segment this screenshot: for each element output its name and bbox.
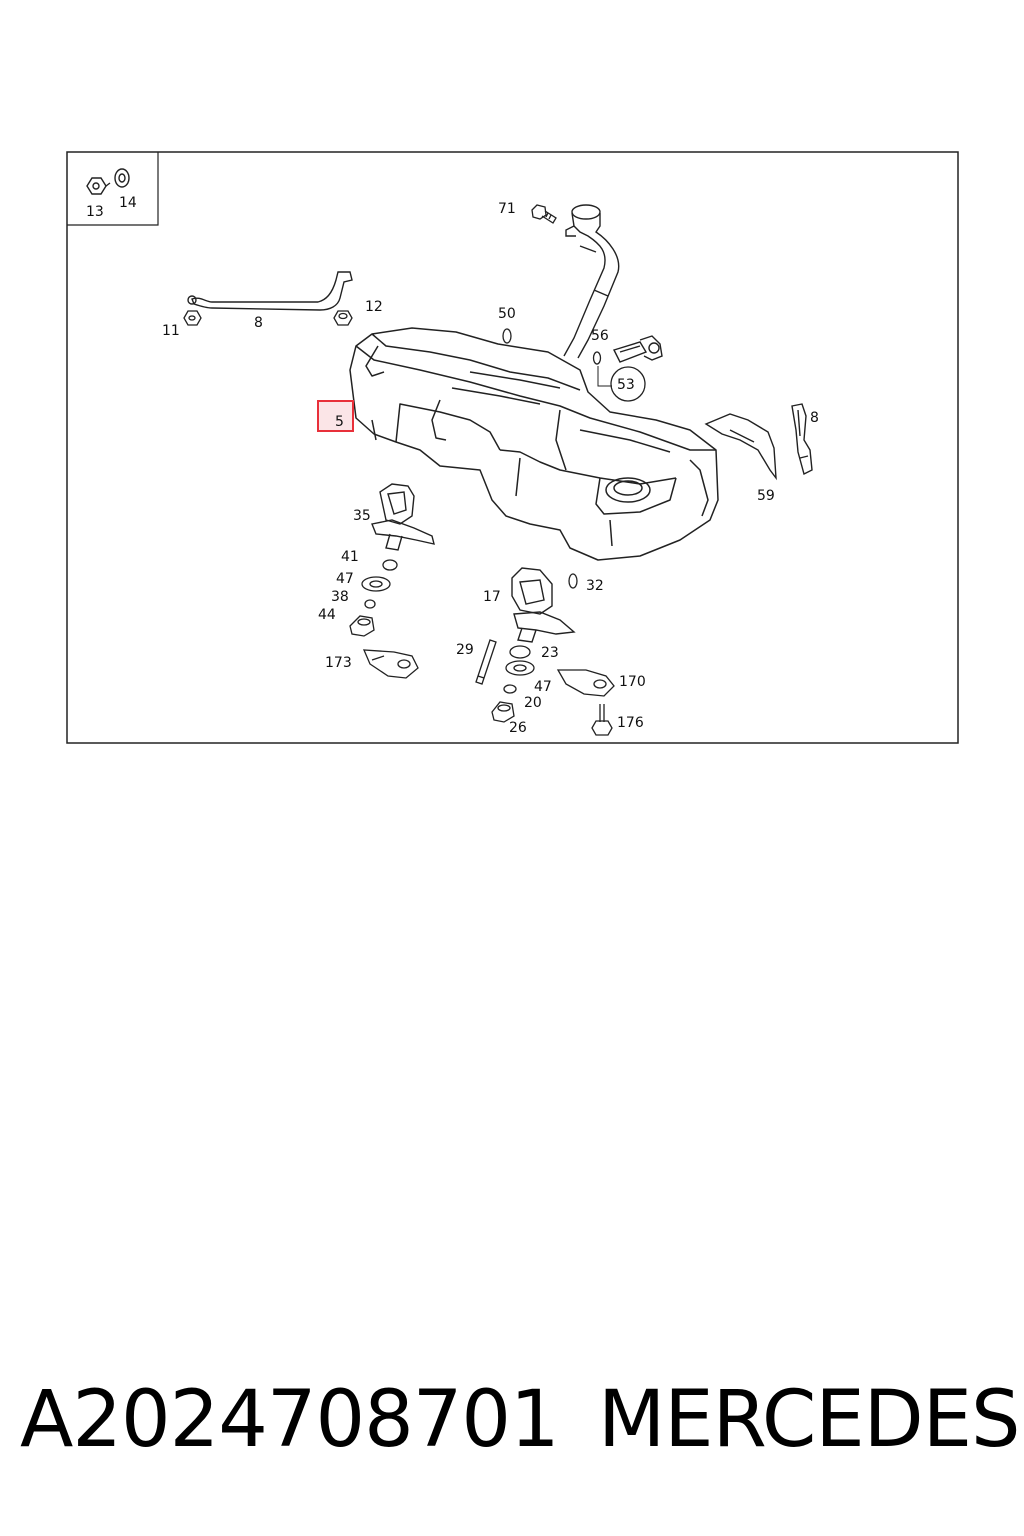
callout-44: 44 bbox=[318, 607, 336, 623]
fuel-tank-part bbox=[349, 327, 719, 561]
seal-stack-right bbox=[491, 645, 535, 723]
callout-41: 41 bbox=[341, 549, 359, 565]
pump-17-part bbox=[511, 567, 576, 643]
callout-35: 35 bbox=[353, 508, 371, 524]
rod-29-part bbox=[475, 639, 497, 685]
callout-38: 38 bbox=[331, 589, 349, 605]
valve-53-part bbox=[613, 335, 663, 363]
callout-23: 23 bbox=[541, 645, 559, 661]
sender-35-part bbox=[371, 483, 435, 551]
o-ring-32-part bbox=[568, 573, 578, 589]
callout-20: 20 bbox=[524, 695, 542, 711]
callout-8-strap: 8 bbox=[254, 315, 263, 331]
callout-26: 26 bbox=[509, 720, 527, 736]
callout-56: 56 bbox=[591, 328, 609, 344]
callout-170: 170 bbox=[619, 674, 646, 690]
seal-stack-left bbox=[349, 559, 398, 637]
cover-173-part bbox=[362, 649, 419, 679]
diagram-frame bbox=[66, 151, 959, 744]
callout-47-left: 47 bbox=[336, 571, 354, 587]
callout-50: 50 bbox=[498, 306, 516, 322]
footer-caption: A2024708701 MERCEDES bbox=[0, 1365, 1024, 1475]
filler-neck-part bbox=[563, 204, 620, 359]
heat-shield-59-part bbox=[704, 413, 777, 481]
bracket-8-part bbox=[791, 403, 813, 476]
callout-14: 14 bbox=[119, 195, 137, 211]
part-number: A2024708701 bbox=[20, 1375, 560, 1465]
callout-47-right: 47 bbox=[534, 679, 552, 695]
callout-176: 176 bbox=[617, 715, 644, 731]
o-ring-50-part bbox=[502, 328, 512, 344]
callout-29: 29 bbox=[456, 642, 474, 658]
nut-12-part bbox=[333, 310, 353, 326]
nut-11-part bbox=[183, 310, 202, 326]
callout-173: 173 bbox=[325, 655, 352, 671]
callout-12: 12 bbox=[365, 299, 383, 315]
fuel-tank-exploded-diagram: 13 14 71 11 8 12 50 56 53 5 8 59 35 41 4… bbox=[66, 151, 959, 744]
callout-17: 17 bbox=[483, 589, 501, 605]
callout-11: 11 bbox=[162, 323, 180, 339]
washer-14-part bbox=[114, 168, 130, 188]
callout-32: 32 bbox=[586, 578, 604, 594]
callout-13: 13 bbox=[86, 204, 104, 220]
tank-strap-part bbox=[187, 271, 353, 311]
bolt-176-part bbox=[591, 704, 613, 736]
callout-53: 53 bbox=[617, 377, 635, 393]
highlight-box-5 bbox=[317, 400, 354, 432]
callout-5: 5 bbox=[335, 414, 344, 430]
cover-170-part bbox=[556, 669, 615, 697]
brand-name: MERCEDES bbox=[598, 1375, 1020, 1465]
o-ring-56-part bbox=[592, 351, 602, 365]
nut-13-part bbox=[86, 177, 111, 195]
bolt-71-part bbox=[531, 204, 557, 224]
callout-71: 71 bbox=[498, 201, 516, 217]
callout-53-circle bbox=[610, 366, 646, 402]
callout-59: 59 bbox=[757, 488, 775, 504]
inset-box bbox=[67, 152, 159, 226]
callout-8-bracket: 8 bbox=[810, 410, 819, 426]
leader-56-53 bbox=[597, 366, 612, 387]
